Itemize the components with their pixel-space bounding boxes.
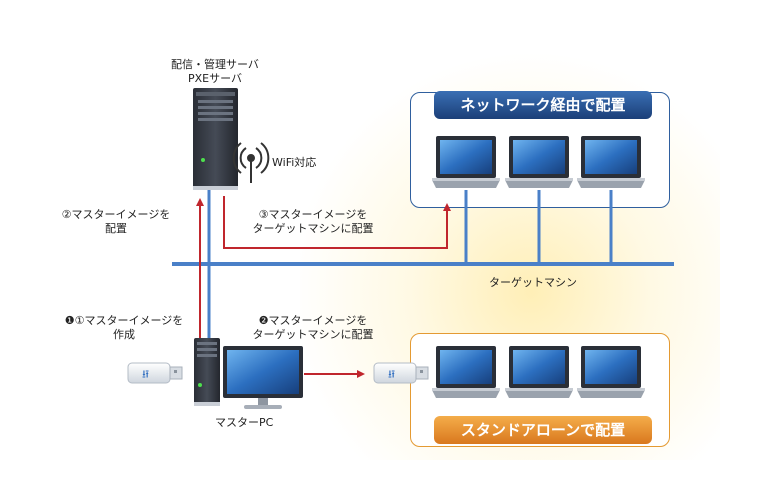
network-laptop-1-icon <box>432 136 500 188</box>
step3-label: ③マスターイメージを ターゲットマシンに配置 <box>240 208 386 236</box>
step3-line2: ターゲットマシンに配置 <box>252 222 374 235</box>
step3-line1: ③マスターイメージを <box>258 208 368 221</box>
arrow-server-to-targets <box>223 196 451 249</box>
step2-right-line2: ターゲットマシンに配置 <box>252 328 374 341</box>
standalone-deploy-banner: スタンドアローンで配置 <box>434 416 652 444</box>
usb-stick-left-icon <box>127 362 183 384</box>
step2-left-line2: 配置 <box>105 222 127 235</box>
step2-left-label: ②マスターイメージを 配置 <box>56 208 176 236</box>
wifi-label: WiFi対応 <box>272 156 317 169</box>
network-laptop-2-icon <box>505 136 573 188</box>
target-machine-label: ターゲットマシン <box>489 276 577 289</box>
step2-right-line1: ❷マスターイメージを <box>258 314 368 327</box>
wifi-icon <box>232 142 270 183</box>
master-pc-tower-icon <box>194 338 220 406</box>
network-laptop-3-icon <box>577 136 645 188</box>
step2-right-label: ❷マスターイメージを ターゲットマシンに配置 <box>240 314 386 342</box>
server-tower-icon <box>193 88 238 190</box>
step1-line2: 作成 <box>113 328 135 341</box>
master-pc-monitor-icon <box>223 346 303 409</box>
step2-left-line1: ②マスターイメージを <box>61 208 171 221</box>
server-title-line2: PXEサーバ <box>187 72 242 85</box>
standalone-laptop-3-icon <box>577 346 645 398</box>
standalone-laptop-1-icon <box>432 346 500 398</box>
server-title-line1: 配信・管理サーバ <box>171 58 259 71</box>
standalone-laptop-2-icon <box>505 346 573 398</box>
server-title: 配信・管理サーバ PXEサーバ <box>160 58 270 86</box>
step1-label: ❶①マスターイメージを 作成 <box>54 314 194 342</box>
usb-stick-right-icon <box>373 362 429 384</box>
step1-line1: ❶①マスターイメージを <box>64 314 184 327</box>
network-deploy-banner: ネットワーク経由で配置 <box>434 91 652 119</box>
master-pc-label: マスターPC <box>215 416 274 429</box>
